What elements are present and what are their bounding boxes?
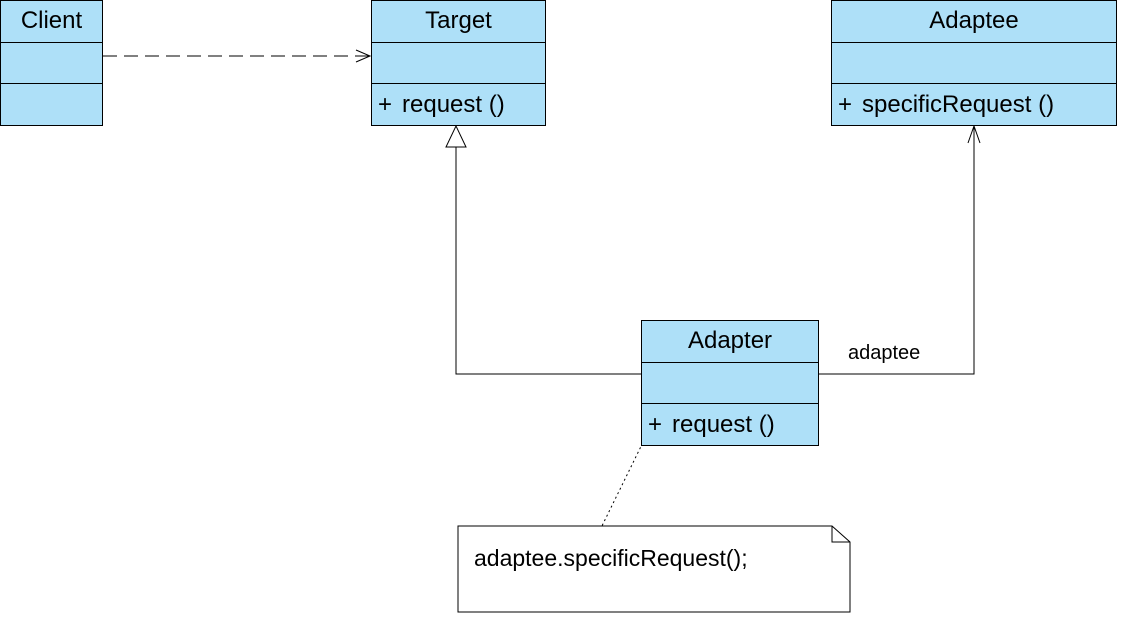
class-target[interactable]: Target + request () (371, 0, 546, 126)
class-target-name-text: Target (425, 7, 492, 35)
class-client-name: Client (1, 1, 102, 42)
class-adapter-operations: + request () (642, 403, 818, 445)
class-adapter-attributes (642, 361, 818, 404)
class-client-operations (1, 83, 102, 125)
class-adapter[interactable]: Adapter + request () (641, 320, 819, 446)
class-adaptee[interactable]: Adaptee + specificRequest () (831, 0, 1117, 126)
class-target-name: Target (372, 1, 545, 42)
class-adapter-name: Adapter (642, 321, 818, 362)
target-operation-request: request () (402, 90, 505, 118)
class-adaptee-attributes (832, 41, 1116, 84)
dependency-client-target (103, 49, 372, 63)
class-client[interactable]: Client (0, 0, 103, 126)
class-target-attributes (372, 41, 545, 84)
class-adaptee-name: Adaptee (832, 1, 1116, 42)
class-client-name-text: Client (20, 7, 83, 35)
association-adapter-adaptee (818, 124, 981, 375)
class-target-operations: + request () (372, 83, 545, 125)
target-operation-visibility: + (378, 90, 393, 118)
note-text: adaptee.specificRequest(); (474, 545, 748, 571)
class-adaptee-name-text: Adaptee (929, 7, 1019, 35)
adaptee-operation-specific-request: specificRequest () (862, 90, 1055, 118)
adapter-operation-visibility: + (648, 410, 663, 438)
adaptee-operation-visibility: + (838, 90, 853, 118)
association-role-label: adaptee (848, 342, 921, 364)
class-client-attributes (1, 41, 102, 84)
note-shape (457, 525, 851, 613)
class-adaptee-operations: + specificRequest () (832, 83, 1116, 125)
generalization-adapter-target (445, 124, 641, 375)
adapter-operation-request: request () (672, 410, 775, 438)
class-adapter-name-text: Adapter (687, 327, 773, 355)
